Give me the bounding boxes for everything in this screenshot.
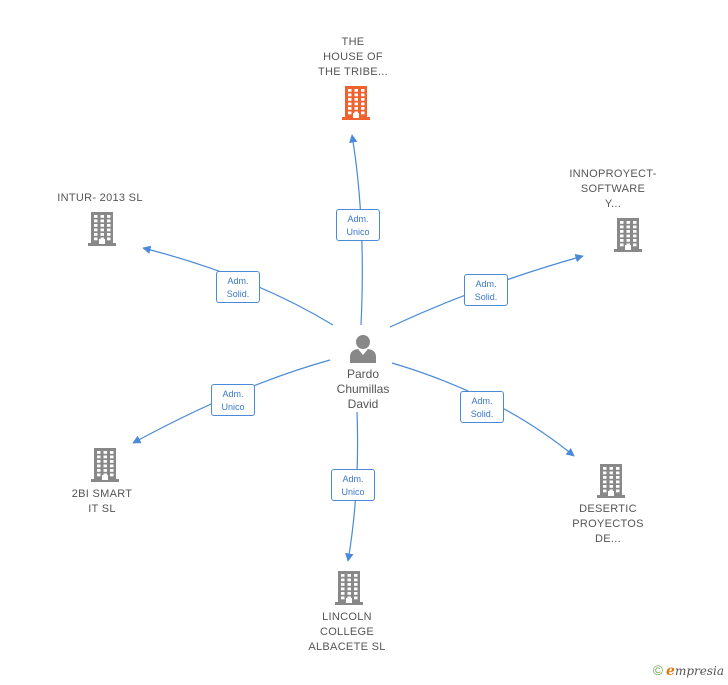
node-label-intur[interactable]: INTUR- 2013 SL [57, 192, 143, 204]
edge-role-house-of-tribe: Adm.Unico [336, 209, 380, 241]
edge-role-lincoln: Adm.Unico [331, 469, 375, 501]
building-icon-desertic[interactable] [596, 462, 626, 498]
brand-logo: empresia [666, 663, 724, 679]
edge-role-innoproyect: Adm.Solid. [464, 274, 508, 306]
person-icon[interactable] [348, 333, 378, 363]
building-icon-2bi[interactable] [90, 446, 120, 482]
copyright-icon: © [652, 662, 664, 678]
edge-role-2bi: Adm.Unico [211, 384, 255, 416]
building-icon-lincoln[interactable] [334, 569, 364, 605]
edge-role-intur: Adm.Solid. [216, 271, 260, 303]
building-icon-innoproyect[interactable] [613, 216, 643, 252]
footer-brand: ©empresia [653, 662, 724, 679]
edge-role-desertic: Adm.Solid. [460, 391, 504, 423]
building-icon-intur[interactable] [87, 210, 117, 246]
center-person-name[interactable]: Pardo Chumillas David [336, 367, 390, 411]
building-icon-house-of-tribe[interactable] [341, 84, 371, 120]
